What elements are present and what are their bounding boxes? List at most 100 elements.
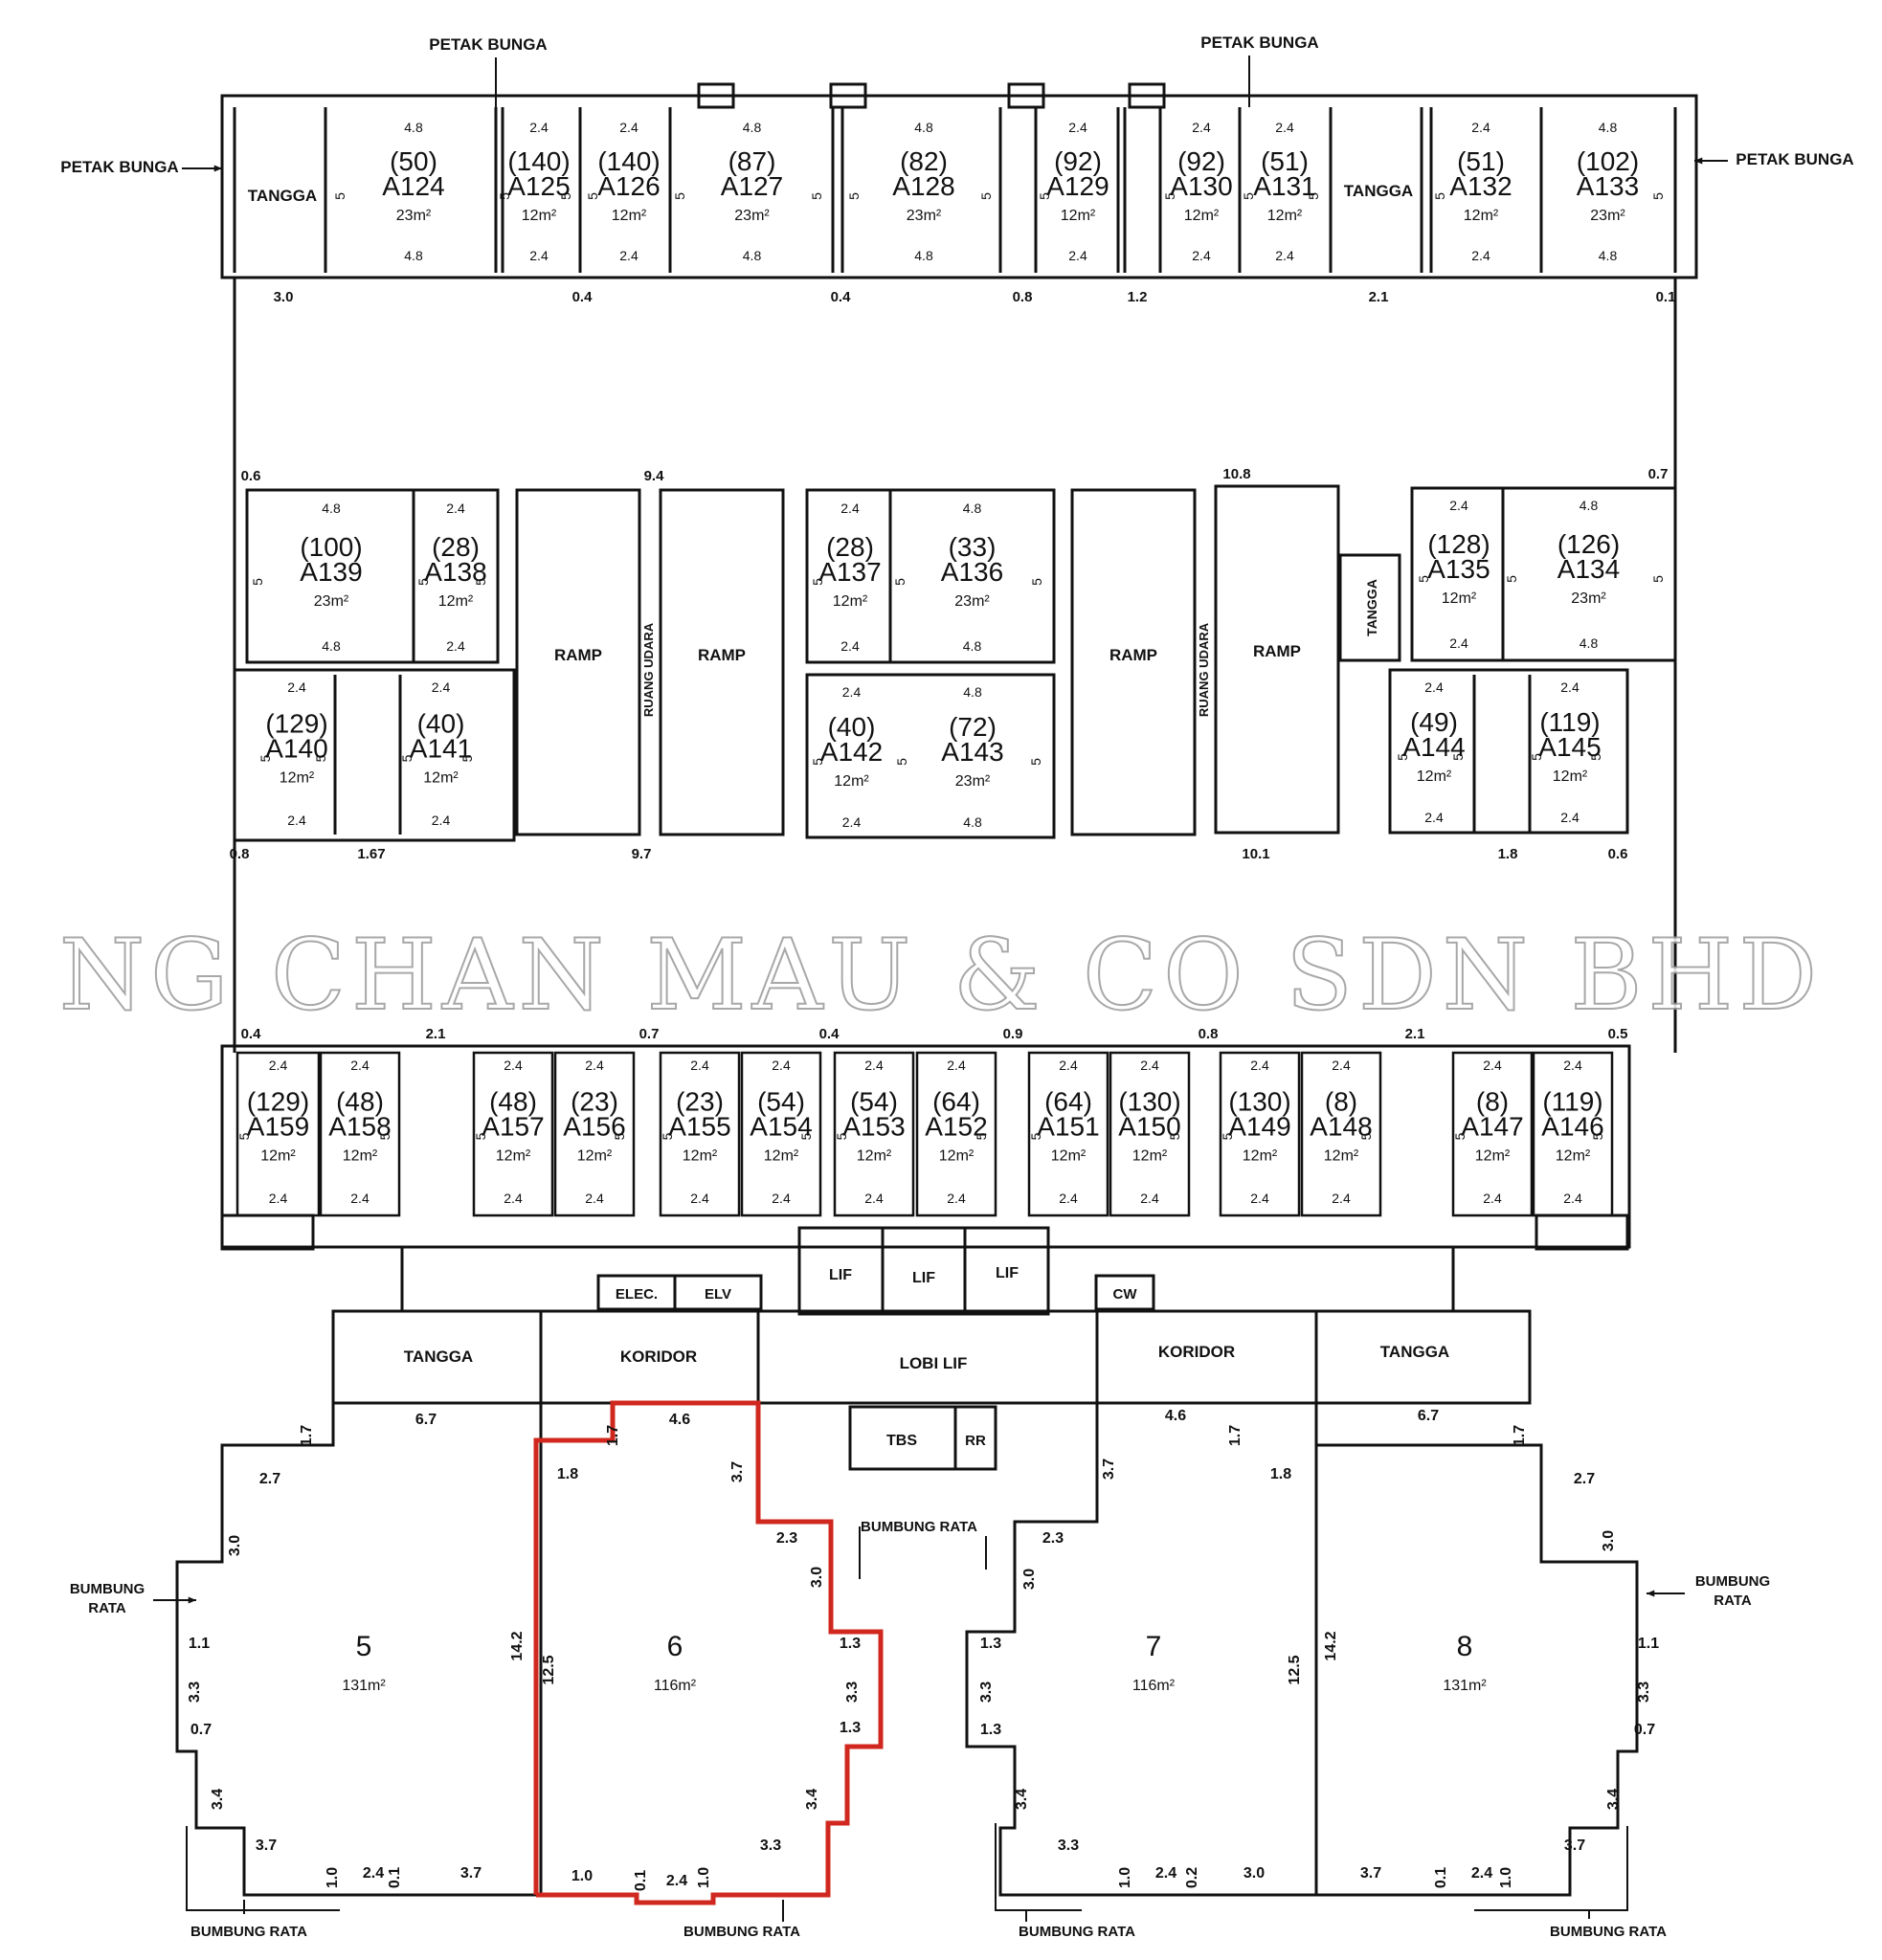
lot-id-A145: A145 (1538, 732, 1601, 762)
lot-area-A133: 23m² (1590, 208, 1625, 224)
lot-depth-A128: 5 (846, 192, 862, 200)
lot-top-dim-A125: 2.4 (529, 120, 549, 135)
corridor-band (331, 1309, 1532, 1405)
lot-box-A159 (235, 1051, 321, 1217)
lot-id-A136: A136 (941, 557, 1003, 587)
lot-top-dim-A142: 2.4 (842, 684, 862, 700)
ramp-4-label: RAMP (1253, 642, 1301, 660)
lot-depth-A147: 5 (1452, 1132, 1468, 1140)
bumbung-left: BUMBUNG (70, 1581, 145, 1597)
unit6-dim-7: 3.3 (844, 1682, 861, 1703)
lot-bottom-dim-A139: 4.8 (322, 638, 341, 654)
lot-ref-A148: (8) (1325, 1087, 1357, 1117)
lot-area-A150: 12m² (1132, 1148, 1168, 1165)
top-gap-dim-1: 0.4 (572, 289, 594, 305)
lot-depth-A151: 5 (1028, 1132, 1043, 1140)
lot-area-A144: 12m² (1417, 768, 1452, 785)
unit-7-outline (965, 1403, 1316, 1897)
bumbung-rata-center: BUMBUNG RATA (861, 1519, 977, 1535)
lot-id-A150: A150 (1118, 1112, 1180, 1142)
lot-top-dim-A149: 2.4 (1250, 1058, 1269, 1073)
lot-top-dim-A135: 2.4 (1449, 498, 1468, 513)
unit6-dim-11: 3.3 (760, 1838, 781, 1854)
lot-depth-A145: 5 (1529, 753, 1544, 761)
unit5-dim-6: 0.7 (190, 1722, 212, 1738)
lower-top-dim-5: 0.8 (1199, 1026, 1219, 1042)
unit7-dim-12: 1.0 (1117, 1867, 1133, 1888)
unit8-dim-2: 2.7 (1574, 1471, 1595, 1487)
lot-box-A154 (740, 1051, 822, 1217)
lot-depth-A134: 5 (1504, 575, 1519, 583)
lot-id-A140: A140 (265, 734, 327, 764)
unit5-dim-7: 3.4 (210, 1789, 226, 1810)
lot-depth-A132: 5 (1432, 192, 1447, 200)
lot-top-dim-A138: 2.4 (446, 501, 465, 516)
unit6-dim-5: 3.0 (809, 1567, 825, 1588)
unit8-dim-8: 3.7 (1564, 1838, 1585, 1854)
lot-box-A151 (1027, 1051, 1109, 1217)
lot-id-A130: A130 (1170, 171, 1232, 201)
lot-area-A128: 23m² (907, 208, 942, 224)
unit-5-ledge (186, 1826, 340, 1911)
mid-dim-2: 10.8 (1222, 466, 1250, 482)
lot-depth-r-A138: 5 (473, 578, 488, 586)
lot-top-dim-A152: 2.4 (947, 1058, 966, 1073)
unit-8-outline (1314, 1403, 1639, 1897)
lot-id-A157: A157 (482, 1112, 544, 1142)
lot-bottom-dim-A142: 2.4 (842, 814, 862, 830)
tbs-label: TBS (886, 1433, 917, 1449)
lot-depth-A130: 5 (1162, 192, 1177, 200)
lot-area-A129: 12m² (1061, 208, 1096, 224)
lot-area-A152: 12m² (939, 1148, 975, 1165)
petak-bunga-top2: PETAK BUNGA (1200, 33, 1318, 52)
lot-ref-A138: (28) (432, 532, 480, 562)
elv-label: ELV (705, 1286, 731, 1303)
lot-id-A147: A147 (1461, 1112, 1523, 1142)
lower-top-dim-7: 0.5 (1608, 1026, 1628, 1042)
mid-bottom-dim-1: 1.67 (357, 846, 385, 862)
unit7-dim-15: 3.0 (1243, 1865, 1265, 1882)
lot-id-A132: A132 (1449, 171, 1512, 201)
column (829, 82, 867, 109)
mid-bottom-dim-0: 0.8 (230, 846, 250, 862)
ramp-3 (1070, 488, 1197, 836)
unit8-dim-7: 3.4 (1605, 1789, 1622, 1810)
lot-area-A125: 12m² (522, 208, 557, 224)
ramp-2-label: RAMP (698, 646, 746, 664)
lot-box-A157 (472, 1051, 554, 1217)
lot-area-A147: 12m² (1475, 1148, 1511, 1165)
lot-id-A126: A126 (597, 171, 660, 201)
lot-depth-A143: 5 (894, 758, 909, 766)
unit-6-highlight (533, 1400, 884, 1905)
lot-depth-r-A134: 5 (1650, 575, 1666, 583)
lot-top-dim-A127: 4.8 (743, 120, 762, 135)
lot-id-A154: A154 (750, 1112, 812, 1142)
lot-area-A153: 12m² (857, 1148, 892, 1165)
lower-top-dim-1: 2.1 (426, 1026, 446, 1042)
lot-area-A137: 12m² (833, 593, 868, 610)
lot-id-A142: A142 (820, 737, 883, 767)
lot-box-A158 (319, 1051, 401, 1217)
bumbung-rata-b5: BUMBUNG RATA (190, 1924, 307, 1940)
unit-6-number: 6 (667, 1631, 683, 1662)
lot-top-dim-A134: 4.8 (1580, 498, 1599, 513)
unit7-dim-1: 1.7 (1227, 1425, 1243, 1446)
unit7-dim-6: 1.3 (980, 1636, 1001, 1652)
unit7-dim-0: 4.6 (1165, 1408, 1186, 1424)
lot-box-A147 (1451, 1051, 1534, 1217)
lot-bottom-dim-A148: 2.4 (1332, 1191, 1351, 1206)
lot-top-dim-A130: 2.4 (1192, 120, 1211, 135)
lot-bottom-dim-A157: 2.4 (504, 1191, 523, 1206)
lower-top-dim-0: 0.4 (241, 1026, 262, 1042)
lif-2: LIF (912, 1270, 935, 1286)
unit7-dim-13: 2.4 (1155, 1865, 1176, 1882)
unit5-dim-12: 3.7 (460, 1865, 482, 1882)
lif-3: LIF (996, 1265, 1019, 1281)
lot-id-A137: A137 (818, 557, 881, 587)
lot-depth-A153: 5 (834, 1132, 849, 1140)
unit5-dim-4: 1.1 (189, 1636, 210, 1652)
unit5-dim-13: 14.2 (509, 1631, 526, 1660)
arrow-right-head (1694, 157, 1703, 165)
lot-bottom-dim-A126: 2.4 (619, 248, 639, 263)
mid-bottom-dim-4: 1.8 (1498, 846, 1518, 862)
